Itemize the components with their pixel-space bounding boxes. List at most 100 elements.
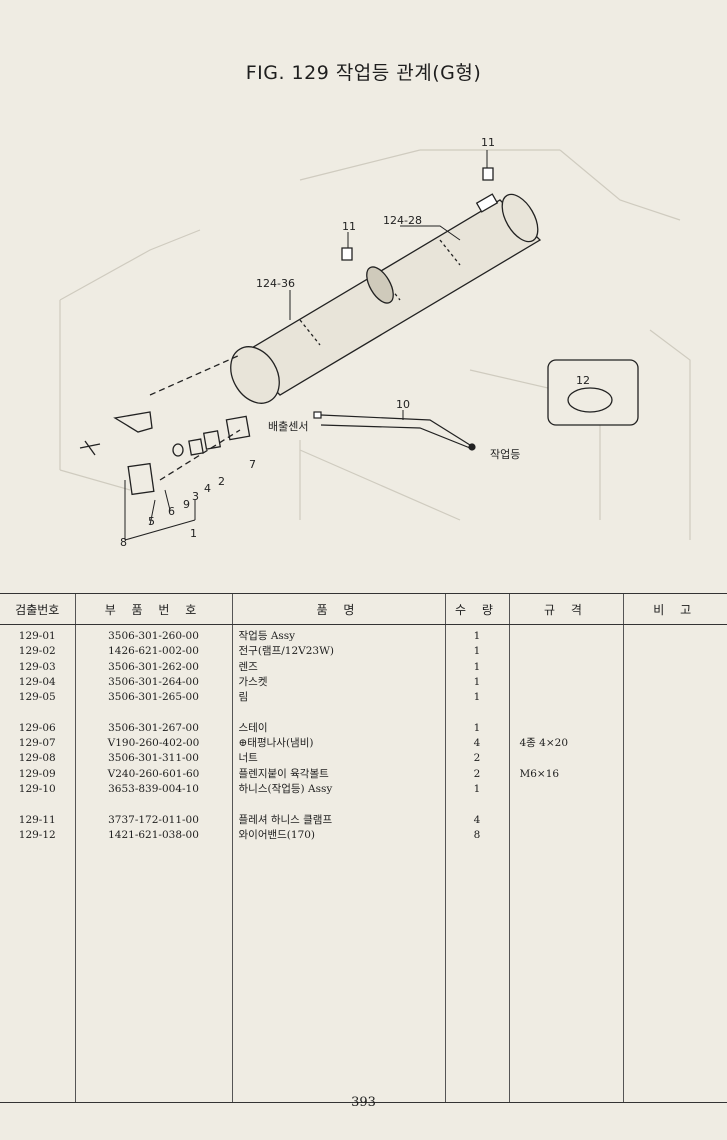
table-cell-qty: 4 bbox=[473, 813, 481, 826]
table-cell-note bbox=[628, 644, 724, 659]
table-cell-no bbox=[4, 705, 71, 720]
table-cell-name: 가스켓 bbox=[238, 675, 268, 688]
callout-11-top: 11 bbox=[481, 136, 495, 149]
table-cell-qty: 8 bbox=[473, 828, 481, 841]
table-cell-note bbox=[628, 675, 724, 690]
table-cell-spec bbox=[520, 644, 619, 659]
leader-lines bbox=[124, 150, 488, 541]
table-cell-no bbox=[4, 797, 71, 812]
table-cell-part bbox=[80, 797, 228, 812]
callout-124-28: 124-28 bbox=[383, 214, 422, 227]
table-cell-note bbox=[628, 721, 724, 736]
table-cell-no: 129-12 bbox=[18, 828, 56, 841]
table-cell-note bbox=[628, 660, 724, 675]
table-cell-part: 1426-621-002-00 bbox=[108, 645, 199, 658]
table-cell-no: 129-07 bbox=[18, 737, 56, 750]
table-cell-name: ⊕태평나사(냄비) bbox=[238, 737, 314, 750]
header-no: 검출번호 bbox=[0, 593, 75, 625]
callout-2: 2 bbox=[218, 475, 225, 488]
table-cell-spec bbox=[520, 629, 619, 644]
header-qty: 수 량 bbox=[444, 593, 509, 625]
table-cell-note bbox=[628, 690, 724, 705]
callout-3: 3 bbox=[192, 490, 199, 503]
table-cell-no: 129-08 bbox=[18, 752, 56, 765]
table-cell-no: 129-10 bbox=[18, 782, 56, 795]
table-cell-qty: 2 bbox=[473, 752, 481, 765]
page-title: FIG. 129 작업등 관계(G형) bbox=[245, 62, 482, 84]
table-cell-part: 3506-301-267-00 bbox=[108, 721, 199, 734]
table-cell-no: 129-09 bbox=[18, 767, 56, 780]
callout-6: 6 bbox=[168, 505, 175, 518]
header-part-number: 부 품 번 호 bbox=[74, 593, 232, 625]
table-cell-note bbox=[628, 751, 724, 766]
page-number: 393 bbox=[351, 1095, 376, 1110]
table-cell-spec bbox=[520, 782, 619, 797]
table-cell-no: 129-01 bbox=[18, 630, 56, 642]
table-cell-name bbox=[239, 705, 441, 720]
callout-5: 5 bbox=[148, 515, 155, 528]
table-cell-note bbox=[628, 813, 724, 828]
table-cell-no: 129-06 bbox=[18, 721, 56, 734]
table-cell-name: 작업등 Assy bbox=[238, 630, 296, 642]
worklight-label: 작업등 bbox=[490, 448, 520, 461]
table-cell-qty bbox=[450, 797, 505, 812]
table-cell-no: 129-03 bbox=[18, 660, 56, 673]
callout-4: 4 bbox=[204, 482, 211, 495]
table-cell-name: 렌즈 bbox=[238, 660, 258, 673]
table-cell-spec bbox=[520, 690, 619, 705]
table-cell-part: 3506-301-264-00 bbox=[108, 675, 199, 688]
table-cell-qty: 1 bbox=[473, 691, 481, 704]
callout-124-36: 124-36 bbox=[256, 277, 295, 290]
table-cell-part: 3653-839-004-10 bbox=[108, 782, 199, 795]
table-cell-name: 스테이 bbox=[238, 721, 268, 734]
table-header-row: 검출번호 부 품 번 호 품 명 수 량 규 격 비 고 bbox=[0, 593, 727, 625]
parts-diagram: 11 11 124-28 124-36 10 12 7 4 2 3 9 6 5 … bbox=[59, 136, 691, 549]
table-cell-spec bbox=[520, 721, 619, 736]
table-cell-name: 플레셔 하니스 클램프 bbox=[238, 813, 333, 826]
tube-assembly bbox=[230, 167, 542, 404]
table-cell-no: 129-02 bbox=[18, 645, 56, 658]
table-cell-note bbox=[628, 782, 724, 797]
callout-8: 8 bbox=[120, 536, 127, 549]
background-machine-outline bbox=[59, 149, 691, 540]
table-cell-qty: 1 bbox=[473, 782, 481, 795]
table-cell-name bbox=[239, 797, 441, 812]
table-cell-qty: 2 bbox=[473, 767, 481, 780]
callout-12: 12 bbox=[576, 374, 590, 387]
table-cell-no: 129-04 bbox=[18, 675, 56, 688]
table-cell-qty: 1 bbox=[473, 660, 481, 673]
table-cell-name: 전구(램프/12V23W) bbox=[238, 645, 334, 658]
sensor-label: 배출센서 bbox=[268, 420, 308, 433]
table-cell-spec: M6×16 bbox=[519, 767, 560, 780]
table-cell-qty: 1 bbox=[473, 645, 481, 658]
table-cell-spec bbox=[520, 751, 619, 766]
table-cell-spec bbox=[520, 675, 619, 690]
table-cell-part: 1421-621-038-00 bbox=[108, 828, 199, 841]
callout-10: 10 bbox=[396, 398, 410, 411]
table-cell-part: V190-260-402-00 bbox=[107, 737, 200, 750]
table-cell-qty bbox=[450, 705, 505, 720]
table-cell-part: 3506-301-262-00 bbox=[108, 660, 199, 673]
column-note bbox=[622, 624, 727, 1103]
table-cell-note bbox=[628, 767, 724, 782]
header-name: 품 명 bbox=[231, 593, 445, 625]
table-cell-spec bbox=[520, 828, 619, 843]
table-cell-spec bbox=[520, 813, 619, 828]
table-cell-note bbox=[628, 797, 724, 812]
table-cell-name: 플렌지붙이 육각볼트 bbox=[238, 767, 329, 780]
table-cell-qty: 1 bbox=[473, 630, 481, 642]
header-note: 비 고 bbox=[622, 593, 727, 625]
table-cell-spec: 4종 4×20 bbox=[519, 737, 569, 750]
callout-7: 7 bbox=[249, 458, 256, 471]
table-cell-note bbox=[628, 736, 724, 751]
parts-table: 검출번호 부 품 번 호 품 명 수 량 규 격 비 고 129-01 129-0… bbox=[0, 593, 727, 1103]
wire-band-inset bbox=[547, 359, 639, 426]
lamp-parts bbox=[79, 354, 251, 496]
table-cell-name: 하니스(작업등) Assy bbox=[238, 782, 333, 795]
table-cell-note bbox=[628, 705, 724, 720]
